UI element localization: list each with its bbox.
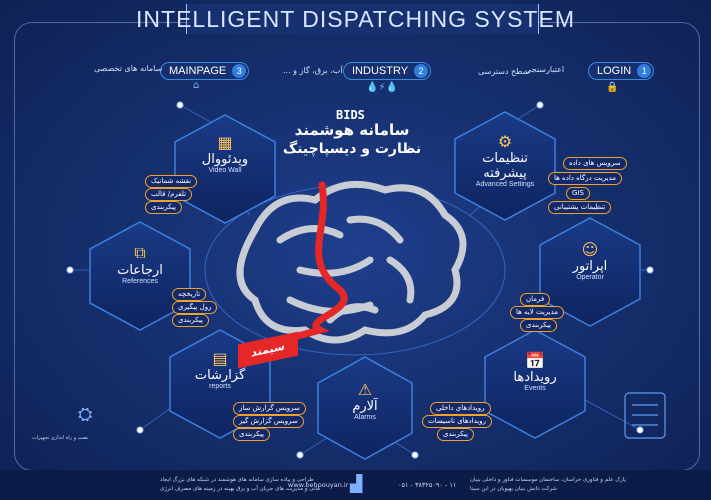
title-box (186, 4, 539, 34)
videowall-title: ویدئووال (201, 152, 249, 167)
reports-tag-3[interactable]: پیکربندی (233, 428, 271, 441)
references-tag-3[interactable]: پیکربندی (172, 314, 210, 327)
grid-icon: ▦ (217, 133, 233, 152)
references-icon: ⧉ (134, 243, 146, 262)
brand-label: BIDS (336, 108, 365, 122)
reports-subtitle: reports (209, 383, 231, 390)
red-path (261, 181, 348, 349)
events-subtitle: Events (524, 385, 546, 392)
server-icon (624, 392, 666, 439)
gear-icon: ⚙ (497, 132, 513, 151)
advanced-tag-4[interactable]: تنظیمات پشتیبانی (548, 201, 612, 214)
node-videowall[interactable]: ▦ ویدئووال Video Wall (185, 133, 265, 174)
node-advanced-settings[interactable]: ⚙ تنظیمات پیشرفته Advanced Settings (465, 132, 545, 188)
nav-login-button[interactable]: LOGIN 1 (588, 62, 655, 80)
events-tag-2[interactable]: رویدادهای تاسیسات (422, 415, 492, 428)
reports-tag-1[interactable]: سرویس گزارش ساز (233, 402, 306, 415)
alarms-subtitle: Alarms (354, 414, 376, 421)
lock-icon: 🔒 (606, 82, 619, 93)
node-events[interactable]: 📅 رویدادها Events (495, 351, 575, 392)
reports-title: گزارشات (194, 368, 246, 383)
nav-note-mainpage: سامانه های تخصصی (94, 64, 163, 73)
nav-industry-label: INDUSTRY (352, 65, 409, 77)
operator-title: اپراتور (572, 259, 608, 274)
side-caption: نصب و راه اندازی تجهیزات (32, 435, 89, 441)
nav-mainpage-number: 3 (232, 64, 247, 78)
footer-right-2: شرکت دانش بنیان بهپویان در ابن سینا (470, 486, 558, 492)
nav-industry-button[interactable]: INDUSTRY 2 (343, 62, 432, 80)
hex-references (89, 221, 191, 331)
advanced-tag-2[interactable]: مدیریت درگاه داده ها (548, 172, 623, 185)
advanced-tag-1[interactable]: سرویس های داده (563, 157, 627, 170)
center-title-line2: نظارت و دیسپاچینگ (282, 141, 422, 157)
calendar-icon: 📅 (525, 351, 545, 370)
videowall-tag-3[interactable]: پیکربندی (145, 201, 183, 214)
footer-left-2: مانی و مدیریت های جریان آب و برق بهینه د… (160, 486, 320, 492)
footer-right-1: پارک علم و فناوری خراسان، ساختمان موسسات… (470, 477, 627, 483)
hex-events (484, 329, 586, 439)
nav-login-label: LOGIN (597, 65, 632, 77)
operator-subtitle: Operator (576, 274, 604, 281)
videowall-tag-1[interactable]: نقشه شماتیک (145, 175, 198, 188)
hex-advanced (454, 111, 556, 221)
center-title-line1: سامانه هوشمند (294, 121, 410, 139)
page-title: INTELLIGENT DISPATCHING SYSTEM (136, 6, 575, 32)
footer-left-1: طراحی و پیاده سازی سامانه های هوشمند در … (160, 477, 314, 483)
operator-icon: ☺ (581, 240, 599, 259)
references-tag-1[interactable]: تاریخچه (172, 288, 207, 301)
home-icon: ⌂ (193, 80, 200, 91)
worker-icon: ⛭ (78, 404, 93, 425)
hex-videowall (174, 114, 276, 224)
references-title: ارجاعات (117, 263, 163, 278)
company-logo-icon: ▟ (350, 474, 363, 493)
alarm-icon: ⚠ (357, 380, 373, 399)
report-icon: ▤ (212, 349, 228, 368)
nav-mainpage-label: MAINPAGE (169, 65, 227, 77)
node-references[interactable]: ⧉ ارجاعات References (100, 243, 180, 285)
hex-alarms (317, 356, 413, 460)
footer: طراحی و پیاده سازی سامانه های هوشمند در … (0, 470, 711, 500)
events-tag-3[interactable]: پیکربندی (437, 428, 475, 441)
operator-tag-3[interactable]: پیکربندی (520, 319, 558, 332)
nav-note-login-b: سطح دسترسی (478, 67, 530, 76)
events-tag-1[interactable]: رویدادهای داخلی (430, 402, 491, 415)
nav-note-login-a: اعتبارسنجی (525, 65, 565, 74)
node-operator[interactable]: ☺ اپراتور Operator (550, 240, 630, 281)
advanced-subtitle: Advanced Settings (475, 181, 535, 188)
advanced-title: تنظیمات پیشرفته (482, 151, 528, 181)
phone-number: ۰۵۱ - ۳۸۳۲۵۰۹۰ - ۱۱ (398, 481, 457, 489)
reports-tag-2[interactable]: سرویس گزارش گیر (233, 415, 304, 428)
nav-login-number: 1 (637, 64, 652, 78)
operator-tag-1[interactable]: فرمان (520, 293, 551, 306)
hex-operator (539, 217, 641, 327)
videowall-tag-2[interactable]: تلفرم/ قالب (145, 188, 193, 201)
utility-icons: 💧⚡💧 (366, 82, 398, 93)
node-reports[interactable]: ▤ گزارشات reports (180, 349, 260, 390)
nav-note-industry: آب، برق، گاز و ... (283, 66, 343, 75)
nav-industry-number: 2 (414, 64, 429, 78)
events-title: رویدادها (513, 370, 557, 385)
references-subtitle: References (122, 278, 158, 285)
alarms-title: آلارم (352, 399, 378, 414)
references-tag-2[interactable]: رول پیگیری (172, 301, 218, 314)
nav-mainpage-button[interactable]: MAINPAGE 3 (160, 62, 250, 80)
node-alarms[interactable]: ⚠ آلارم Alarms (325, 380, 405, 421)
operator-tag-2[interactable]: مدیریت لایه ها (510, 306, 565, 319)
advanced-tag-3[interactable]: GIS (566, 187, 590, 200)
videowall-subtitle: Video Wall (208, 167, 242, 174)
brain-maze (236, 180, 467, 344)
website-link[interactable]: www.behpouyan.ir (288, 481, 349, 489)
